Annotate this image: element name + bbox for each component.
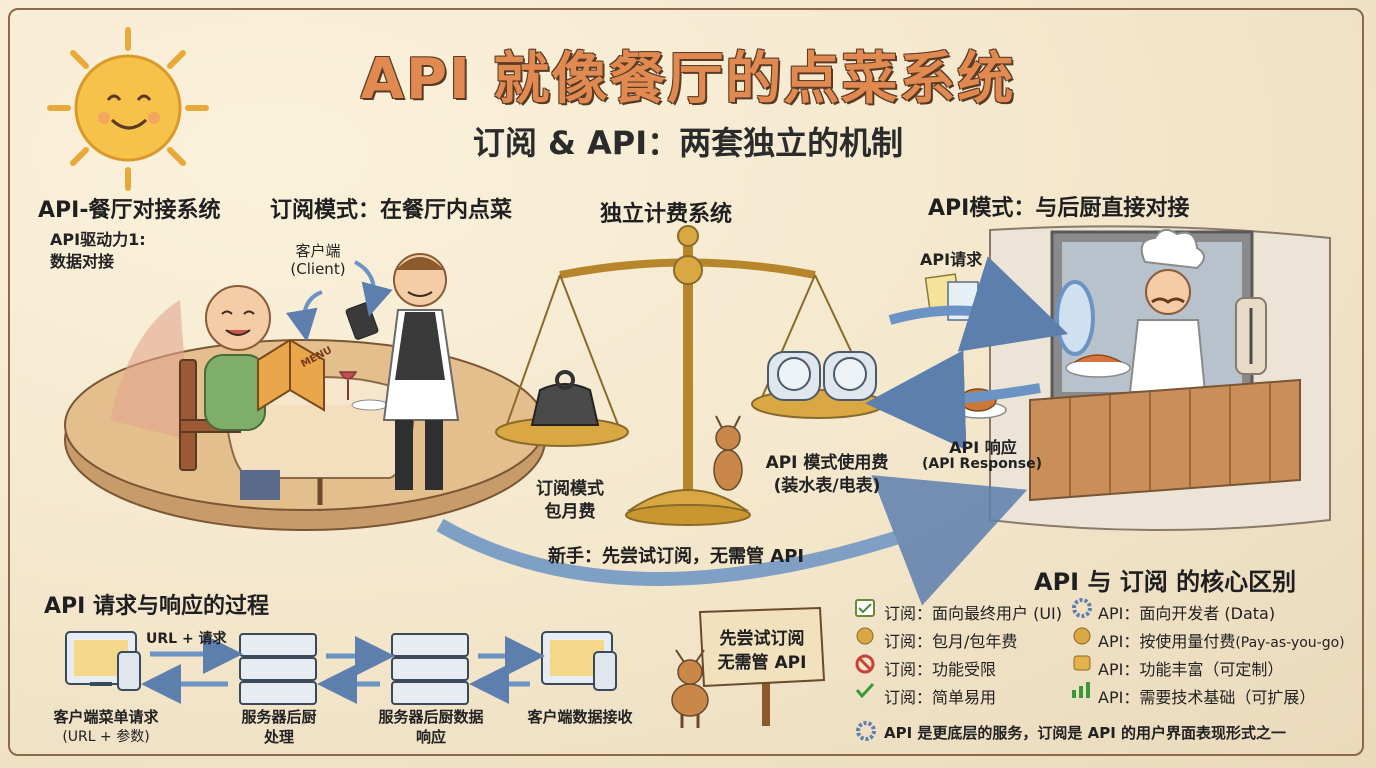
gear-icon (856, 721, 876, 741)
api-mode-heading: API模式：与后厨直接对接 (928, 196, 1190, 221)
api-diff-1: API：面向开发者 (Data) (1098, 604, 1276, 623)
api-request-label: API请求 (920, 250, 983, 269)
driver-line2: 数据对接 (50, 252, 115, 271)
page-subtitle: 订阅 & API：两套独立的机制 (472, 124, 904, 162)
sub-diff-2: 订阅：包月/包年费 (884, 632, 1018, 651)
billing-api-label: API 模式使用费 (765, 453, 889, 473)
newbie-tip: 新手：先尝试订阅，无需管 API (548, 546, 805, 567)
difference-icons (855, 598, 1092, 741)
process-heading: API 请求与响应的过程 (44, 594, 269, 619)
response-arrow (865, 350, 1041, 451)
process-step-1-detail: (URL + 参数) (62, 729, 150, 745)
sign-post (671, 606, 826, 728)
page-title: API 就像餐厅的点菜系统 (360, 47, 1016, 112)
client-label-en: (Client) (290, 260, 346, 278)
differences-heading: API 与 订阅 的核心区别 (1034, 568, 1297, 596)
billing-subscription-label: 订阅模式 (536, 479, 604, 499)
differences-summary: API 是更底层的服务，订阅是 API 的用户界面表现形式之一 (884, 724, 1287, 742)
journey-arrow (436, 475, 1028, 606)
calendar-check-icon (855, 599, 875, 617)
checkmark-icon (855, 682, 875, 699)
sun-icon (47, 27, 209, 191)
subscription-heading: 订阅模式：在餐厅内点菜 (270, 198, 513, 223)
sub-diff-1: 订阅：面向最终用户 (UI) (884, 604, 1063, 623)
process-step-4: 客户端数据接收 (527, 708, 633, 726)
client-label: 客户端 (295, 242, 341, 260)
restaurant-scene (64, 253, 546, 531)
gear-icon (1072, 598, 1092, 618)
process-diagram (65, 631, 617, 705)
driver-line1: API驱动力1: (50, 230, 146, 249)
billing-subscription-fee: 包月费 (544, 502, 596, 522)
money-bag-icon (856, 627, 874, 645)
sub-diff-3: 订阅：功能受限 (884, 660, 997, 679)
process-step-2-detail: 处理 (263, 728, 294, 746)
process-step-2: 服务器后厨 (241, 708, 317, 726)
sub-diff-4: 订阅：简单易用 (884, 688, 997, 707)
api-diff-2: API：按使用量付费(Pay-as-you-go) (1098, 628, 1345, 652)
sign-line1: 先尝试订阅 (719, 629, 805, 649)
api-response-label-en: (API Response) (921, 456, 1043, 472)
balance-scale-icon (495, 225, 885, 526)
api-diff-4: API：需要技术基础（可扩展） (1098, 688, 1316, 707)
thumbs-up-icon (1073, 655, 1091, 671)
left-heading: API-餐厅对接系统 (38, 198, 221, 223)
process-step-1: 客户端菜单请求 (53, 708, 159, 726)
request-arrow (888, 256, 1069, 352)
api-diff-2-text: API：按使用量付费 (1098, 632, 1236, 651)
process-step-3: 服务器后厨数据 (378, 708, 484, 726)
billing-api-meter: (装水表/电表) (773, 476, 881, 496)
kitchen-scene (924, 225, 1331, 531)
sign-line2: 无需管 API (717, 653, 807, 673)
growth-chart-icon (1072, 682, 1090, 698)
billing-heading: 独立计费系统 (600, 202, 733, 227)
api-diff-3: API：功能丰富（可定制） (1098, 660, 1284, 679)
process-arrow-label: URL + 请求 (146, 631, 227, 647)
api-response-label: API 响应 (949, 438, 1017, 457)
money-bag-icon (1073, 627, 1091, 645)
page-frame (8, 8, 1364, 756)
prohibited-icon (855, 654, 875, 674)
process-step-3-detail: 响应 (415, 728, 446, 746)
api-diff-2-extra: (Pay-as-you-go) (1235, 635, 1345, 651)
